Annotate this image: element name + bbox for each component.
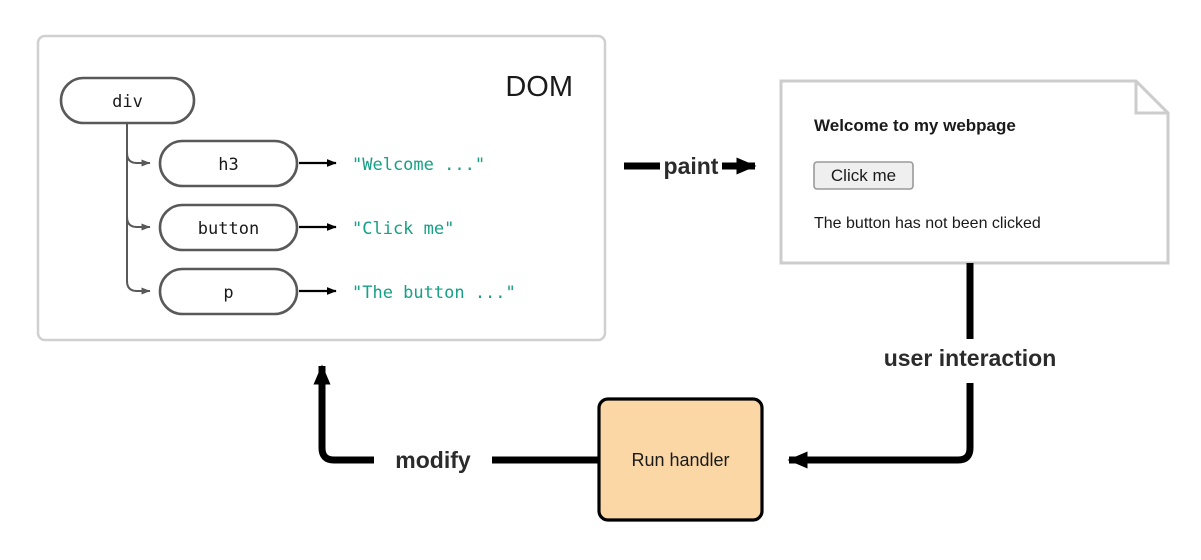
dom-node-h3-shape (158, 139, 299, 188)
tree-branch-h3 (126, 152, 151, 167)
dom-text-node-p: "The button ..." (352, 283, 516, 303)
webpage-click-me-button-shape (813, 161, 914, 190)
edge-modify-label: modify (395, 447, 471, 473)
dom-node-div[interactable]: div (59, 76, 196, 125)
dom-panel-title: DOM (505, 71, 573, 103)
run-handler-box-label: Run handler (631, 450, 729, 470)
webpage-heading: Welcome to my webpage (814, 116, 1016, 135)
dom-node-h3[interactable]: h3 (158, 139, 299, 188)
dom-node-div-label: div (112, 92, 143, 112)
dom-textnode-arrows (299, 159, 337, 295)
edge-paint-label: paint (664, 153, 719, 179)
dom-node-p-label: p (223, 283, 233, 303)
webpage-click-me-button-label: Click me (831, 166, 896, 185)
edge-user-interaction: user interaction (787, 263, 1057, 469)
dom-node-button[interactable]: button (158, 203, 299, 252)
dom-tree-connectors (126, 123, 151, 295)
page-fold-corner-icon (1134, 81, 1168, 115)
dom-node-div-shape (59, 76, 196, 125)
edge-modify: modify (313, 364, 599, 473)
edge-modify-stem-left (313, 364, 374, 464)
dom-node-button-shape (158, 203, 299, 252)
dom-node-h3-label: h3 (218, 155, 238, 175)
webpage-panel: Welcome to my webpage Click me The butto… (779, 79, 1170, 265)
edge-paint: paint (624, 153, 757, 179)
tree-trunk (126, 123, 138, 292)
dom-text-node-h3: "Welcome ..." (352, 155, 485, 175)
webpage-click-me-button[interactable]: Click me (813, 161, 914, 190)
dom-node-button-label: button (198, 219, 259, 239)
edge-user-interaction-stem-bottom (787, 383, 974, 469)
tree-branch-button (126, 216, 151, 231)
webpage-panel-border (779, 79, 1170, 265)
dom-node-p-shape (158, 267, 299, 316)
webpage-status-text: The button has not been clicked (814, 215, 1041, 232)
dom-text-node-button: "Click me" (352, 219, 454, 239)
run-handler-box[interactable]: Run handler (597, 397, 764, 522)
dom-node-p[interactable]: p (158, 267, 299, 316)
edge-user-interaction-label: user interaction (884, 345, 1057, 371)
